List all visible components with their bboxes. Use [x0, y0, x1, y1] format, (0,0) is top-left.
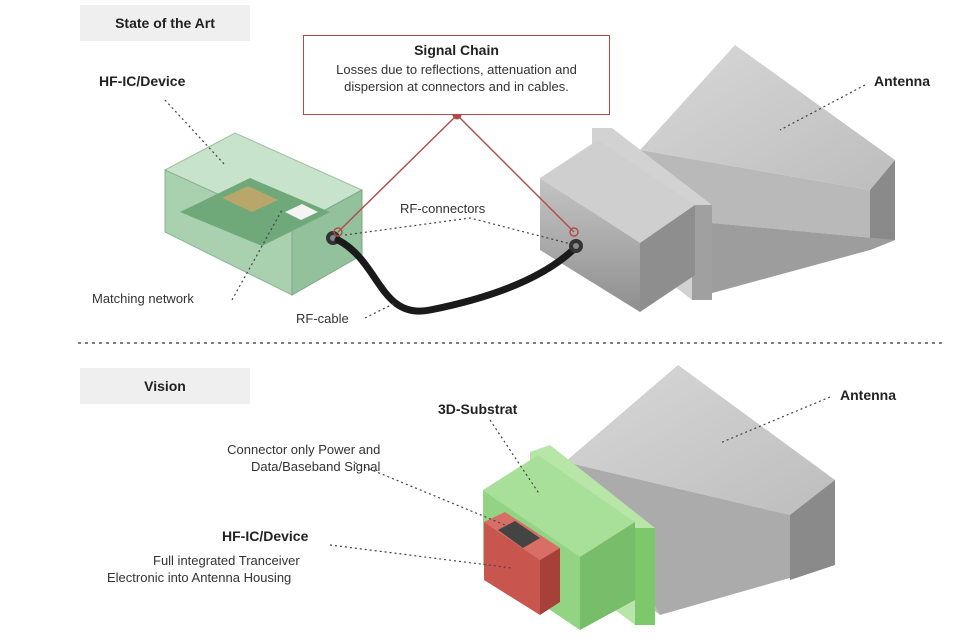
section-label-state-of-art: State of the Art — [80, 5, 250, 41]
signal-chain-lines — [337, 114, 575, 233]
bottom-device-line2: Electronic into Antenna Housing — [107, 570, 292, 585]
signal-chain-title: Signal Chain — [414, 42, 499, 58]
antenna-connector — [569, 239, 583, 253]
bottom-device-label: HF-IC/Device — [222, 528, 309, 544]
section-label-vision: Vision — [80, 368, 250, 404]
connector-note: Connector only Power and Data/Baseband S… — [167, 441, 380, 475]
rf-cable — [334, 236, 579, 315]
top-antenna-label: Antenna — [874, 73, 930, 89]
connector-note-line1: Connector only Power and — [227, 442, 381, 457]
connector-note-line2: Data/Baseband Signal — [251, 459, 381, 474]
signal-chain-callout: Signal Chain Losses due to reflections, … — [303, 35, 610, 115]
bottom-device-line1: Full integrated Tranceiver — [153, 553, 300, 568]
top-leader-lines — [164, 84, 866, 319]
connector-marker-right — [569, 227, 579, 237]
signal-chain-line1: Losses due to reflections, attenuation a… — [336, 62, 577, 77]
bottom-leader-lines — [329, 396, 831, 569]
connector-marker-left — [333, 227, 343, 237]
top-antenna — [540, 45, 895, 312]
top-device-box — [163, 132, 364, 296]
rf-connectors-label: RF-connectors — [400, 201, 486, 216]
top-device-label: HF-IC/Device — [99, 73, 186, 89]
rf-cable-label: RF-cable — [296, 311, 349, 326]
substrat-label: 3D-Substrat — [438, 401, 518, 417]
bottom-antenna-label: Antenna — [840, 387, 896, 403]
signal-chain-line2: dispersion at connectors and in cables. — [344, 79, 569, 94]
matching-network-label: Matching network — [92, 291, 194, 306]
